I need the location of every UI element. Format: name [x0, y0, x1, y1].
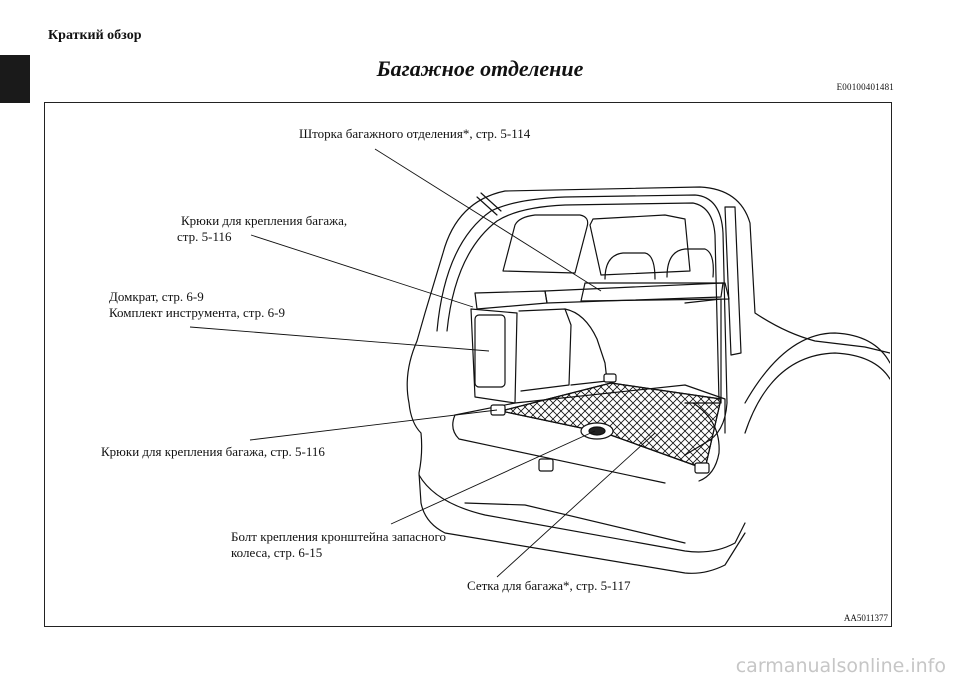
watermark: carmanualsonline.info [735, 655, 946, 677]
page-title: Багажное отделение [376, 56, 584, 81]
cargo-area-illustration [189, 148, 890, 578]
callout-spare-bolt-line2: колеса, стр. 6-15 [231, 545, 323, 560]
callout-cargo-net: Сетка для багажа*, стр. 5-117 [467, 578, 631, 593]
callout-lower-hooks: Крюки для крепления багажа, стр. 5-116 [101, 444, 325, 459]
callout-jack-line1: Домкрат, стр. 6-9 [109, 289, 204, 304]
callout-jack: Домкрат, стр. 6-9 Комплект инструмента, … [109, 289, 285, 321]
callout-spare-bolt-line1: Болт крепления кронштейна запасного [231, 529, 447, 544]
callout-cargo-cover: Шторка багажного отделения*, стр. 5-114 [299, 126, 531, 141]
illustration-frame: Шторка багажного отделения*, стр. 5-114 … [44, 102, 892, 627]
image-code: AA5011377 [843, 613, 888, 623]
callout-upper-hooks-line1: Крюки для крепления багажа, [181, 213, 348, 228]
document-code: E00100401481 [836, 82, 894, 92]
section-title: Краткий обзор [48, 28, 142, 43]
callout-jack-line2: Комплект инструмента, стр. 6-9 [109, 305, 285, 320]
callout-upper-hooks-line2: стр. 5-116 [177, 229, 232, 244]
section-tab-marker [0, 55, 30, 103]
callout-upper-hooks: Крюки для крепления багажа, стр. 5-116 [177, 213, 347, 245]
callout-spare-bolt: Болт крепления кронштейна запасного коле… [231, 529, 446, 561]
